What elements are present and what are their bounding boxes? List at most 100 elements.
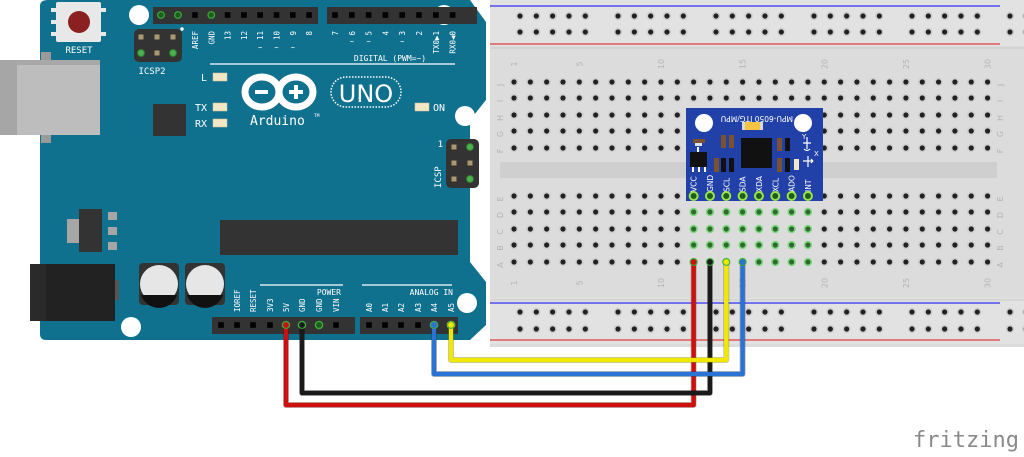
digital-pin[interactable] [224, 12, 231, 18]
breadboard-hole[interactable] [658, 79, 664, 85]
breadboard-hole[interactable] [615, 326, 621, 332]
breadboard-hole[interactable] [593, 145, 599, 151]
breadboard-hole[interactable] [511, 79, 517, 85]
breadboard-hole[interactable] [974, 29, 980, 35]
breadboard-hole[interactable] [838, 226, 844, 232]
breadboard-hole[interactable] [560, 193, 566, 199]
breadboard-hole[interactable] [844, 326, 850, 332]
breadboard-hole[interactable] [609, 209, 615, 215]
icsp-pin[interactable] [451, 160, 457, 166]
breadboard-hole[interactable] [919, 145, 925, 151]
breadboard-hole[interactable] [886, 128, 893, 134]
breadboard-hole[interactable] [789, 95, 795, 101]
breadboard-hole[interactable] [903, 112, 909, 118]
breadboard-hole[interactable] [527, 209, 533, 215]
breadboard-hole[interactable] [544, 145, 550, 151]
breadboard-hole[interactable] [691, 242, 697, 248]
digital-pin[interactable] [241, 12, 247, 18]
breadboard-hole[interactable] [609, 128, 615, 134]
breadboard-hole[interactable] [952, 193, 958, 199]
breadboard-hole[interactable] [935, 226, 942, 232]
breadboard-hole[interactable] [827, 29, 833, 35]
breadboard-hole[interactable] [609, 242, 615, 248]
breadboard-hole[interactable] [984, 145, 991, 151]
breadboard-hole[interactable] [729, 13, 735, 19]
digital-pin[interactable] [157, 11, 165, 19]
breadboard-hole[interactable] [958, 326, 964, 332]
breadboard-hole[interactable] [746, 13, 752, 19]
breadboard-hole[interactable] [527, 95, 533, 101]
breadboard-hole[interactable] [772, 226, 778, 232]
breadboard-hole[interactable] [854, 242, 860, 248]
breadboard-hole[interactable] [576, 128, 582, 134]
digital-pin[interactable] [207, 11, 216, 19]
breadboard-hole[interactable] [876, 13, 882, 19]
breadboard-hole[interactable] [821, 79, 827, 85]
breadboard-hole[interactable] [925, 309, 931, 315]
breadboard-hole[interactable] [968, 95, 974, 101]
breadboard-hole[interactable] [625, 242, 631, 248]
breadboard-hole[interactable] [844, 29, 850, 35]
breadboard-hole[interactable] [935, 95, 942, 101]
breadboard-hole[interactable] [854, 95, 860, 101]
breadboard-hole[interactable] [821, 95, 827, 101]
breadboard-hole[interactable] [691, 209, 697, 215]
breadboard-hole[interactable] [854, 79, 860, 85]
breadboard-hole[interactable] [631, 309, 637, 315]
digital-pin[interactable] [192, 12, 198, 18]
breadboard-hole[interactable] [968, 79, 974, 85]
breadboard-hole[interactable] [664, 13, 670, 19]
breadboard-hole[interactable] [838, 145, 844, 151]
breadboard-hole[interactable] [854, 209, 860, 215]
breadboard-hole[interactable] [740, 242, 746, 248]
breadboard-hole[interactable] [1007, 309, 1013, 315]
breadboard-hole[interactable] [903, 193, 909, 199]
digital-pin[interactable] [433, 12, 439, 18]
breadboard-hole[interactable] [674, 193, 680, 199]
breadboard-hole[interactable] [576, 79, 582, 85]
breadboard-hole[interactable] [723, 242, 729, 248]
breadboard-hole[interactable] [805, 259, 811, 265]
breadboard-hole[interactable] [707, 95, 713, 101]
breadboard-hole[interactable] [740, 79, 746, 85]
breadboard-hole[interactable] [648, 13, 654, 19]
breadboard-hole[interactable] [838, 242, 844, 248]
breadboard-hole[interactable] [527, 79, 533, 85]
digital-pin[interactable] [174, 11, 182, 19]
breadboard-hole[interactable] [658, 128, 664, 134]
breadboard-hole[interactable] [772, 259, 778, 265]
breadboard-hole[interactable] [544, 79, 550, 85]
digital-pin[interactable] [290, 12, 296, 18]
mpu-pin[interactable] [772, 193, 779, 199]
breadboard-hole[interactable] [756, 95, 762, 101]
breadboard-hole[interactable] [544, 259, 550, 265]
breadboard-hole[interactable] [609, 226, 615, 232]
breadboard-hole[interactable] [544, 242, 550, 248]
breadboard-hole[interactable] [805, 209, 811, 215]
breadboard-hole[interactable] [756, 242, 762, 248]
breadboard-hole[interactable] [609, 112, 615, 118]
breadboard-hole[interactable] [756, 209, 762, 215]
breadboard-hole[interactable] [658, 226, 664, 232]
breadboard-hole[interactable] [511, 242, 517, 248]
breadboard-hole[interactable] [1007, 29, 1013, 35]
breadboard-hole[interactable] [707, 242, 713, 248]
breadboard-hole[interactable] [968, 209, 974, 215]
breadboard-hole[interactable] [942, 326, 948, 332]
breadboard-hole[interactable] [740, 95, 746, 101]
breadboard-hole[interactable] [919, 209, 925, 215]
analog-pin[interactable] [382, 322, 388, 328]
breadboard-hole[interactable] [615, 29, 621, 35]
breadboard-hole[interactable] [952, 128, 958, 134]
icsp2-pin[interactable] [154, 34, 160, 40]
digital-pin[interactable] [332, 12, 338, 18]
breadboard-hole[interactable] [838, 79, 844, 85]
breadboard-hole[interactable] [860, 309, 866, 315]
breadboard-hole[interactable] [870, 226, 876, 232]
breadboard-hole[interactable] [984, 128, 991, 134]
breadboard-hole[interactable] [935, 193, 942, 199]
breadboard-hole[interactable] [527, 242, 533, 248]
breadboard-hole[interactable] [958, 13, 964, 19]
breadboard-hole[interactable] [642, 193, 648, 199]
breadboard-hole[interactable] [527, 226, 533, 232]
